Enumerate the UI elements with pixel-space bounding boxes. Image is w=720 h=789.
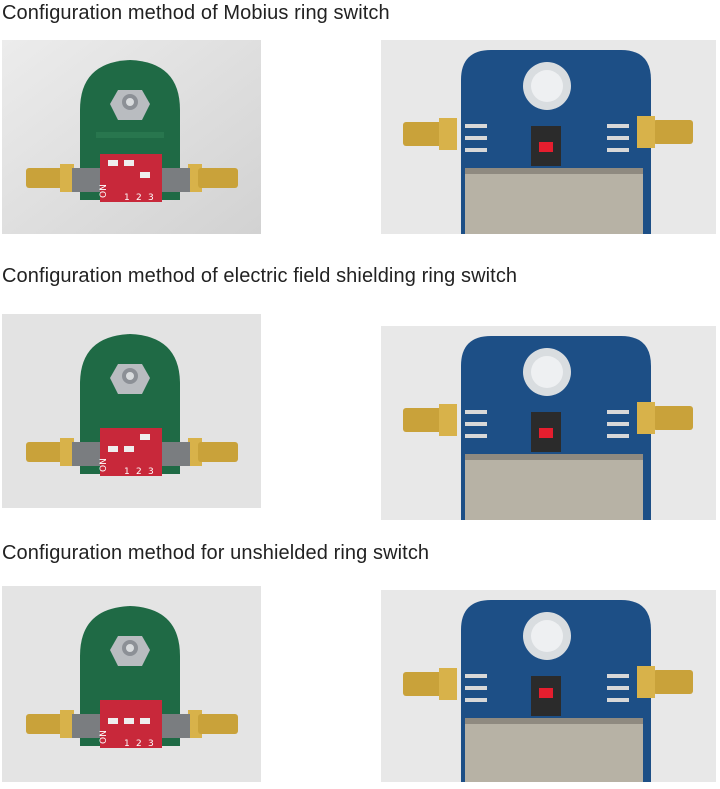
dip-number-1: 1 — [124, 739, 130, 749]
dip-on-label: ON — [99, 458, 109, 472]
dip-number-3: 3 — [148, 193, 154, 203]
dip-number-3: 3 — [148, 739, 154, 749]
dip-number-3: 3 — [148, 467, 154, 477]
heading-mobius: Configuration method of Mobius ring swit… — [2, 2, 390, 24]
heading-electric-field-shielding: Configuration method of electric field s… — [2, 265, 518, 287]
dip-number-1: 1 — [124, 467, 130, 477]
dip-number-2: 2 — [136, 467, 142, 477]
dip-number-1: 1 — [124, 193, 130, 203]
photo-blue-board-mobius — [381, 40, 716, 234]
photo-blue-board-unshielded — [381, 590, 716, 782]
photo-green-board-shielding: ON 1 2 3 — [2, 314, 261, 508]
photo-blue-board-shielding — [381, 326, 716, 520]
dip-number-2: 2 — [136, 739, 142, 749]
section-mobius: Configuration method of Mobius ring swit… — [0, 0, 720, 245]
dip-number-2: 2 — [136, 193, 142, 203]
section-electric-field-shielding: Configuration method of electric field s… — [0, 262, 720, 522]
dip-on-label: ON — [99, 184, 109, 198]
section-unshielded: Configuration method for unshielded ring… — [0, 536, 720, 789]
heading-unshielded: Configuration method for unshielded ring… — [2, 542, 430, 564]
photo-green-board-mobius: ON 1 2 3 — [2, 40, 261, 234]
photo-green-board-unshielded: ON 1 2 3 — [2, 586, 261, 782]
dip-on-label: ON — [99, 730, 109, 744]
